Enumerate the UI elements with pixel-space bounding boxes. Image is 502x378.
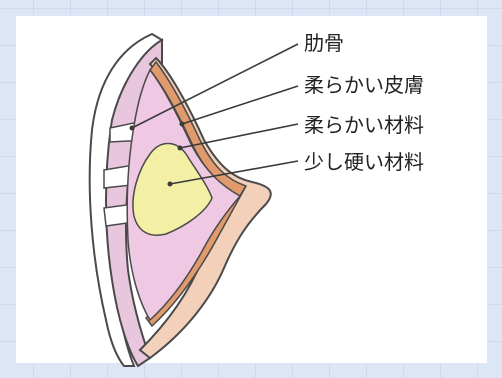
label-rib: 肋骨 xyxy=(304,33,344,53)
leader-dot-soft-material xyxy=(178,146,183,151)
leader-dot-harder-material xyxy=(168,182,173,187)
label-soft-skin: 柔らかい皮膚 xyxy=(304,75,424,95)
leader-dot-soft-skin xyxy=(180,122,185,127)
label-harder-material: 少し硬い材料 xyxy=(304,152,424,172)
leader-line-soft-skin xyxy=(182,86,298,124)
label-soft-material: 柔らかい材料 xyxy=(304,115,424,135)
leader-dot-rib xyxy=(130,126,135,131)
